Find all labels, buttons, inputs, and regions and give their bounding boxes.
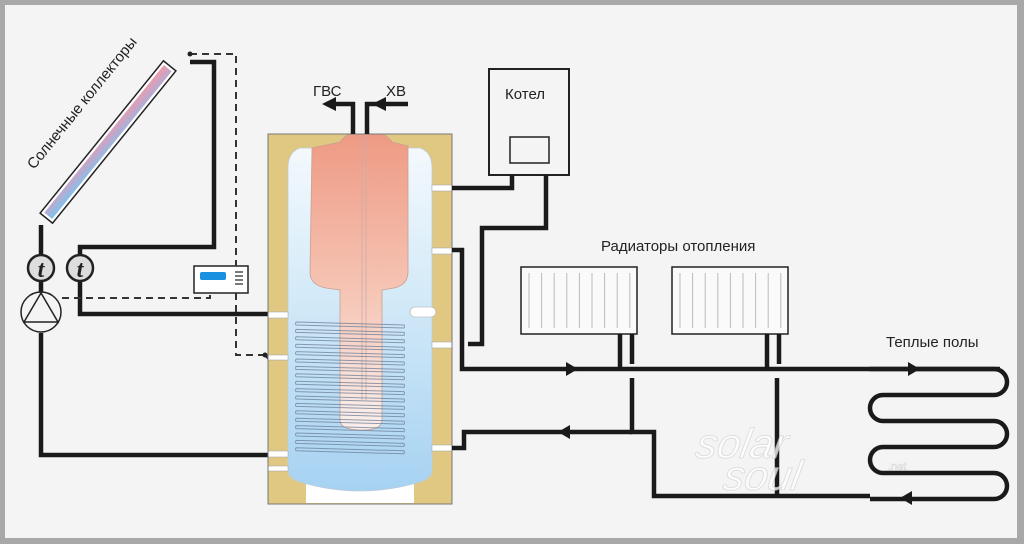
watermark-line1: solar xyxy=(693,420,794,467)
floor-heating-loop[interactable] xyxy=(867,366,1010,502)
coil-turn xyxy=(295,351,405,359)
coil-turn xyxy=(295,336,405,344)
boiler-supply-pipe xyxy=(452,175,515,191)
coil-turn xyxy=(295,439,405,447)
hot-water-arrow-icon xyxy=(322,97,336,111)
watermark-suffix: .net xyxy=(888,461,906,473)
solar-collector xyxy=(39,59,177,225)
cold-water-label: ХВ xyxy=(386,83,406,100)
coil-turn xyxy=(295,395,405,403)
watermark-logo: solar soul .net xyxy=(692,420,906,500)
temp-sensor-symbol: t xyxy=(38,257,46,283)
coil-turn xyxy=(295,402,405,410)
coil-turn xyxy=(295,380,405,388)
temperature-sensor-1: t xyxy=(26,253,56,283)
collector-sensor-wire xyxy=(190,53,237,266)
boiler-panel xyxy=(509,136,550,164)
storage-tank xyxy=(267,133,453,505)
heating-return-pipe xyxy=(452,429,632,451)
floor-supply-arrow-icon xyxy=(908,362,920,376)
solar-loop: Солнечные коллекторы t t xyxy=(20,34,272,458)
solar-collectors-label: Солнечные коллекторы xyxy=(24,34,141,173)
coil-turn xyxy=(295,358,405,366)
floor-return-arrow-icon xyxy=(900,491,912,505)
coil-turn xyxy=(295,417,405,425)
tank-sensor-wire xyxy=(235,293,265,356)
radiator-2[interactable] xyxy=(671,266,789,335)
coil-turn xyxy=(295,432,405,440)
boiler-label: Котел xyxy=(505,86,545,103)
coil-turn xyxy=(295,410,405,418)
coil-turn xyxy=(295,425,405,433)
cold-water-in-pipe xyxy=(364,101,408,134)
coil-turn xyxy=(295,388,405,396)
heat-exchanger-coil xyxy=(295,321,405,455)
underfloor-label: Теплые полы xyxy=(886,334,979,351)
gas-boiler[interactable]: Котел xyxy=(488,68,570,176)
supply-flow-arrow-icon xyxy=(566,362,578,376)
circulation-pump-icon xyxy=(20,291,62,333)
boiler-return-pipe xyxy=(468,175,549,347)
temperature-sensor-2: t xyxy=(65,253,95,283)
dhw-pipes: ГВС ХВ xyxy=(313,83,408,134)
radiator-1-return-riser xyxy=(629,378,870,499)
collector-sensor-dot xyxy=(187,51,193,57)
pump-control-wire xyxy=(62,293,211,299)
coil-turn xyxy=(295,447,405,455)
radiators-label: Радиаторы отопления xyxy=(601,238,755,255)
coil-turn xyxy=(295,321,405,329)
coil-supply-pipe xyxy=(77,280,270,317)
coil-turn xyxy=(295,343,405,351)
pump-line-bottom xyxy=(38,333,270,458)
controller-display xyxy=(200,272,226,280)
temp-sensor-symbol: t xyxy=(77,257,85,283)
solar-controller[interactable] xyxy=(193,265,249,294)
hot-water-out-pipe xyxy=(326,101,356,134)
heating-supply-pipe xyxy=(452,247,1000,372)
coil-turn xyxy=(295,328,405,336)
controller-buttons-icon xyxy=(235,271,243,285)
coil-turn xyxy=(295,373,405,381)
hot-water-label: ГВС xyxy=(313,83,342,100)
return-flow-arrow-icon xyxy=(558,425,570,439)
collector-supply-pipe xyxy=(77,59,217,262)
watermark-line2: soul xyxy=(720,452,807,499)
coil-turn xyxy=(295,365,405,373)
cold-water-arrow-icon xyxy=(372,97,386,111)
radiator-1[interactable] xyxy=(520,266,638,335)
